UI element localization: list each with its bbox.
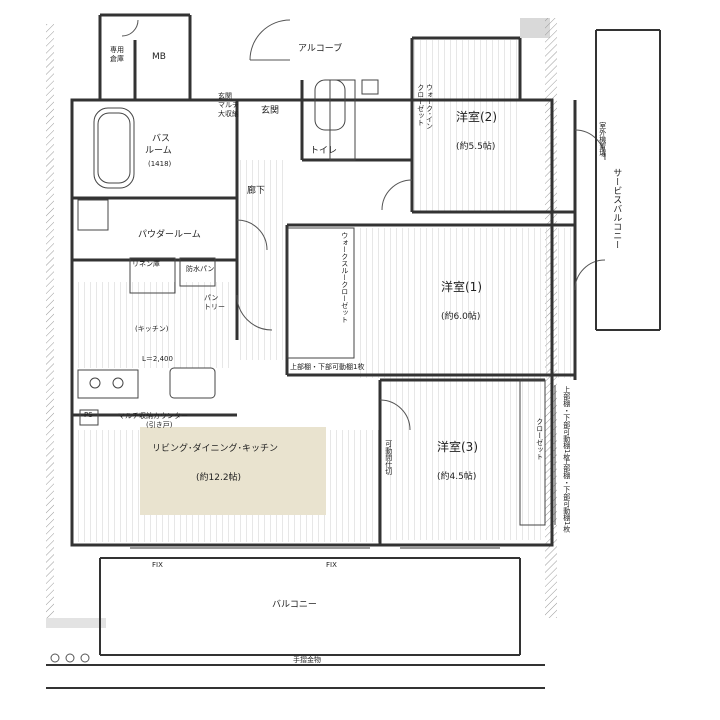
fix-left-label: FIX xyxy=(152,561,163,569)
closet3-label: クローゼット xyxy=(535,418,544,460)
bath-size: (1418) xyxy=(148,160,172,168)
room3-name: 洋室(3) xyxy=(437,440,478,454)
ldk-name: リビング･ダイニング･キッチン xyxy=(152,444,279,454)
alcove-label: アルコーブ xyxy=(298,44,343,54)
handrail-label: 手摺金物 xyxy=(293,656,321,664)
storage-label: 専用 倉庫 xyxy=(110,46,124,63)
bath-label-1: バス xyxy=(152,134,171,144)
bath-label-2: ルーム xyxy=(145,146,172,156)
room2-name: 洋室(2) xyxy=(456,110,497,124)
room-floors xyxy=(73,40,575,542)
powder-room-label: パウダールーム xyxy=(138,230,201,240)
wtc-shelf-note: 上部棚・下部可動棚1枚 xyxy=(290,363,365,371)
counter-sub-label: (引き戸) xyxy=(146,421,173,429)
walkthrough-closet-label: ウォークスルークローゼット xyxy=(340,232,349,323)
kitchen-dim-label: L＝2,400 xyxy=(142,355,173,363)
mb-label: MB xyxy=(152,52,166,62)
pantry-label: パン トリー xyxy=(204,294,225,311)
closet3-shelf-note-b: 上部棚・下部可動棚1枚 xyxy=(562,458,571,533)
indoor-unit-label: 室外機置場 xyxy=(598,122,607,157)
fix-right-label: FIX xyxy=(326,561,337,569)
room3-size: (約4.5帖) xyxy=(437,472,477,482)
closet3-shelf-note-a: 上部棚・下部可動棚1枚 xyxy=(562,386,571,461)
fixtures xyxy=(77,79,556,526)
linen-label: リネン庫 xyxy=(132,260,160,268)
door-swings xyxy=(121,19,606,431)
room1-size: (約6.0帖) xyxy=(441,312,481,322)
entrance-label: 玄関 xyxy=(261,106,280,116)
multi-storage-label: 玄関 マルチ 大収納 xyxy=(218,92,239,118)
walls xyxy=(70,13,577,547)
balcony-posts xyxy=(50,653,90,663)
corridor-label: 廊下 xyxy=(247,186,266,196)
ldk-size: (約12.2帖) xyxy=(196,473,242,483)
kitchen-label: (キッチン) xyxy=(135,325,169,333)
ldk-highlight xyxy=(140,427,326,515)
service-balcony xyxy=(595,29,661,331)
room2-size: (約5.5帖) xyxy=(456,142,496,152)
bousui-pan-label: 防水パン xyxy=(186,265,215,273)
room1-name: 洋室(1) xyxy=(441,280,482,294)
toilet-label: トイレ xyxy=(310,146,338,156)
walk-in-closet-label: ウォーク･イン クローゼット xyxy=(416,84,434,130)
counter-label: マルチ収納カウンター xyxy=(118,412,188,420)
balcony-label: バルコニー xyxy=(272,600,317,610)
service-balcony-label: サービスバルコニー xyxy=(611,168,622,249)
partition-label: 可動間仕切 xyxy=(384,440,393,475)
balcony-outline xyxy=(46,547,545,689)
ps-label: PS xyxy=(84,411,93,419)
